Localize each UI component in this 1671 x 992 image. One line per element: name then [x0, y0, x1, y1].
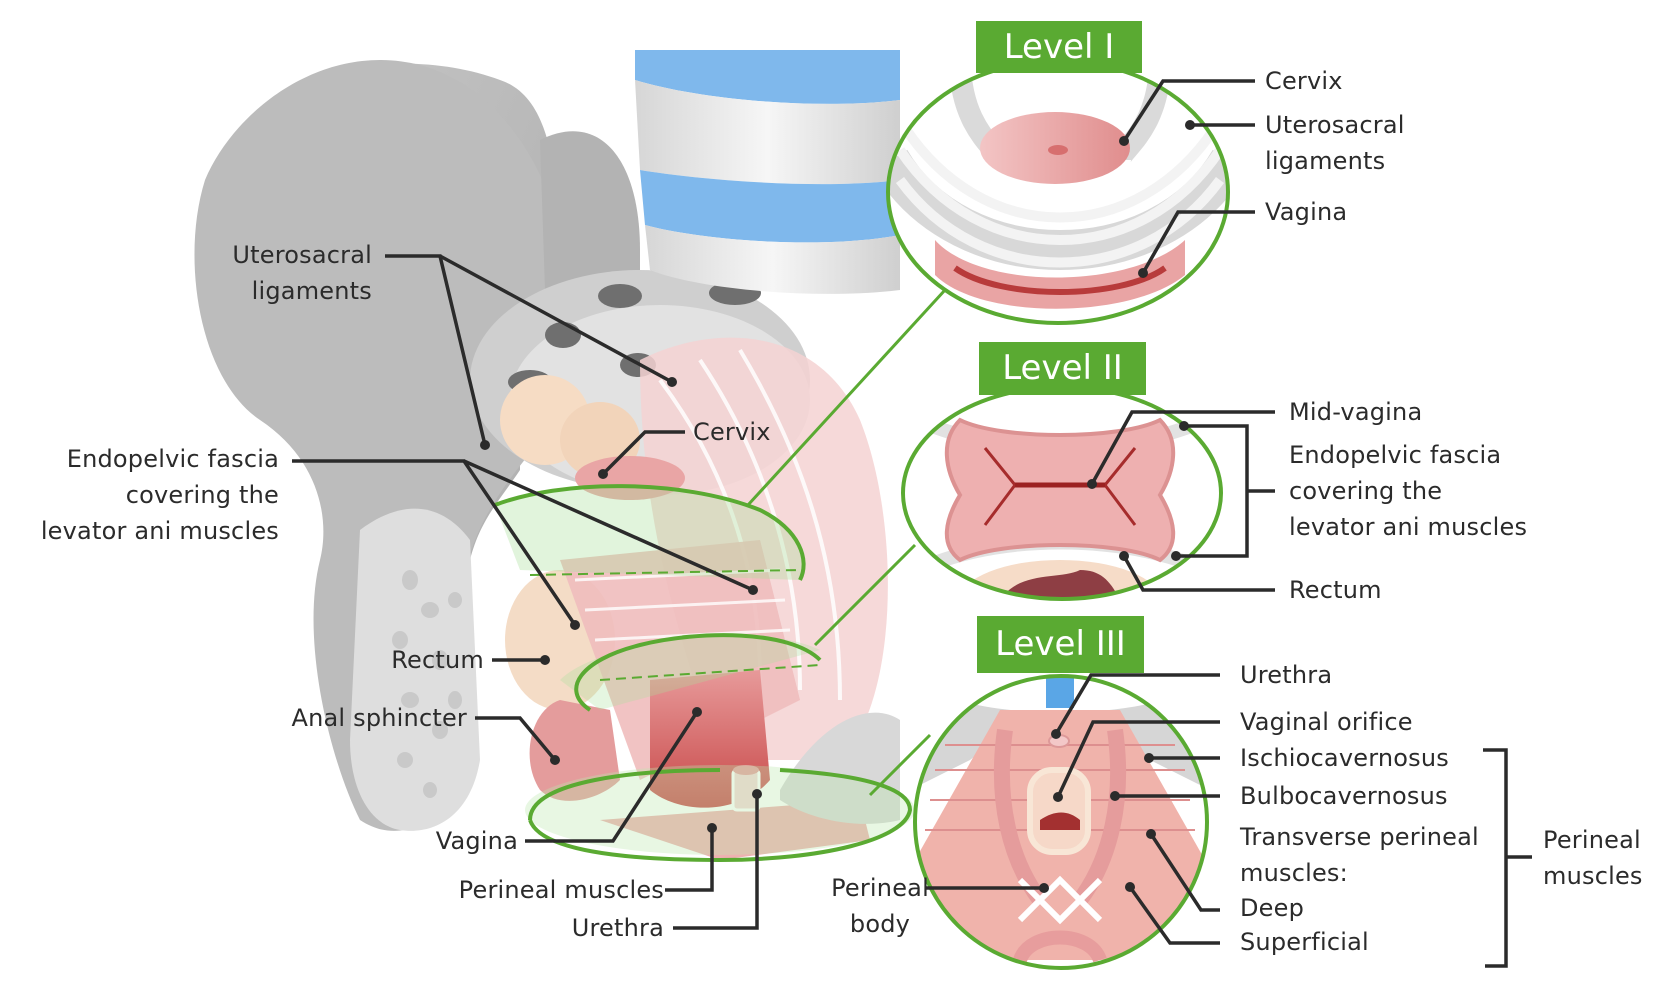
level2-label-mid-vagina: Mid-vagina: [1289, 398, 1423, 426]
label-urethra: Urethra: [571, 914, 664, 942]
label-line: Uterosacral: [232, 241, 372, 269]
label-line: Uterosacral: [1265, 111, 1405, 139]
label-line: Endopelvic fascia: [66, 445, 279, 473]
pelvis-bone: [194, 60, 560, 831]
label-line: covering the: [125, 481, 279, 509]
level1-label-cervix: Cervix: [1265, 67, 1343, 95]
label-endopelvic-fascia: Endopelvic fascia covering the levator a…: [41, 441, 279, 549]
intervertebral-disc: [640, 170, 900, 243]
intervertebral-disc: [635, 50, 900, 104]
level1-label-uterosacral-ligaments: Uterosacral ligaments: [1265, 107, 1405, 179]
label-cervix: Cervix: [693, 418, 771, 446]
level3-label-bulbocavernosus: Bulbocavernosus: [1240, 782, 1448, 810]
label-line: covering the: [1289, 477, 1443, 505]
urethra-tube: [1046, 676, 1074, 708]
label-line: muscles:: [1240, 859, 1348, 887]
level-planes: [494, 484, 915, 863]
label-line: levator ani muscles: [40, 517, 279, 545]
label-line: levator ani muscles: [1289, 513, 1528, 541]
level3-label-urethra: Urethra: [1240, 661, 1333, 689]
pubic-bone-right: [780, 712, 900, 824]
leader-dots: [480, 120, 1195, 893]
anal-sphincter-shape: [529, 700, 620, 801]
level3-label-transverse-perineal: Transverse perineal muscles:: [1240, 819, 1479, 891]
label-line: Transverse perineal: [1240, 823, 1479, 851]
level3-label-perineal-muscles-group: Perineal muscles: [1543, 822, 1643, 894]
mid-vagina-shape: [944, 417, 1176, 563]
label-line: ligaments: [1265, 147, 1386, 175]
label-vagina: Vagina: [435, 827, 518, 855]
level3-label-ischiocavernosus: Ischiocavernosus: [1240, 744, 1449, 772]
label-anal-sphincter: Anal sphincter: [291, 704, 467, 732]
level3-label-perineal-body: Perineal body: [800, 870, 960, 942]
vaginal-orifice-ring: [1027, 767, 1091, 855]
level3-label-vaginal-orifice: Vaginal orifice: [1240, 708, 1413, 736]
level3-circle: [913, 674, 1209, 970]
leader-lines: [292, 79, 1532, 968]
lumbar-spine: [635, 50, 900, 294]
ischium-cross-section: [350, 508, 480, 831]
label-line: muscles: [1543, 862, 1643, 890]
level-connectors: [746, 288, 947, 797]
level3-label-deep: Deep: [1240, 894, 1305, 922]
label-line: Perineal: [831, 874, 929, 902]
level2-badge: Level II: [979, 342, 1146, 395]
level3-label-superficial: Superficial: [1240, 928, 1369, 956]
label-perineal-muscles: Perineal muscles: [458, 876, 664, 904]
label-line: ligaments: [251, 277, 372, 305]
level3-badge: Level III: [977, 616, 1144, 673]
label-rectum: Rectum: [391, 646, 484, 674]
label-uterosacral-ligaments: Uterosacral ligaments: [232, 237, 372, 309]
vaginal-canal: [560, 456, 800, 808]
level2-detail: [901, 385, 1223, 601]
perineal-membrane: [600, 800, 870, 860]
level3-detail: [913, 674, 1209, 970]
level1-label-vagina: Vagina: [1265, 198, 1348, 226]
level2-label-endopelvic-fascia: Endopelvic fascia covering the levator a…: [1289, 437, 1527, 545]
label-line: Endopelvic fascia: [1289, 441, 1502, 469]
label-line: Perineal: [1543, 826, 1641, 854]
level1-badge: Level I: [976, 21, 1142, 73]
label-line: body: [849, 910, 911, 938]
level1-detail: [886, 59, 1230, 325]
level2-label-rectum: Rectum: [1289, 576, 1382, 604]
